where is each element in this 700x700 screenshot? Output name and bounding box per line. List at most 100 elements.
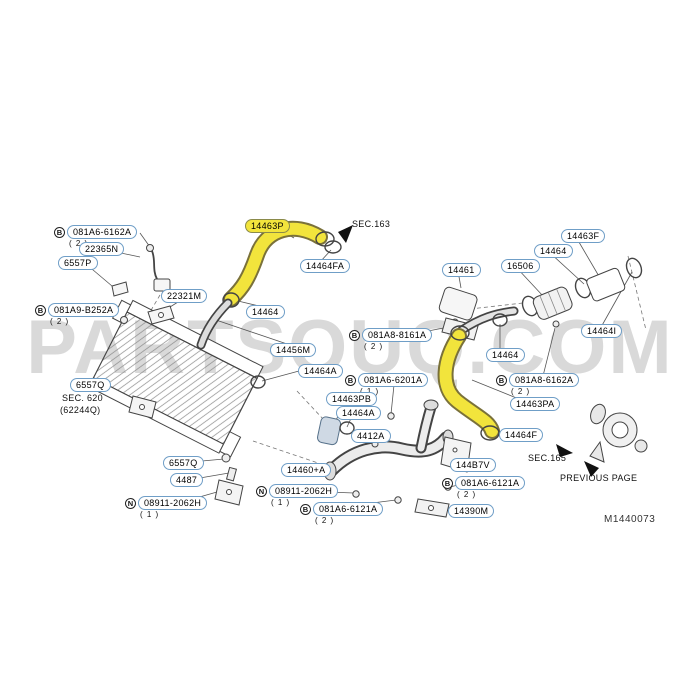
part-label-row: 14464A xyxy=(298,364,343,378)
part-number: 14464 xyxy=(534,244,573,258)
part-number: 14463P xyxy=(245,219,290,233)
quantity: ( 2 ) xyxy=(50,317,70,326)
part-number: 4412A xyxy=(351,429,391,443)
part-number: 08911-2062H xyxy=(138,496,208,510)
part-label-row: 14456M xyxy=(270,343,317,357)
prefix-n-icon: N xyxy=(125,497,136,509)
section-note[interactable]: (62244Q) xyxy=(60,405,101,415)
part-label-4412A[interactable]: 4412A xyxy=(351,429,391,443)
quantity: ( 2 ) xyxy=(457,490,477,499)
quantity: ( 1 ) xyxy=(360,387,380,396)
part-label-14464[interactable]: 14464 xyxy=(534,244,573,258)
part-label-14464A[interactable]: 14464A xyxy=(298,364,343,378)
part-label-14464F[interactable]: 14464F xyxy=(499,428,544,442)
part-label-144B7V[interactable]: 144B7V xyxy=(450,458,496,472)
bracket-parts-top-left xyxy=(111,244,175,325)
part-label-14463F[interactable]: 14463F xyxy=(561,229,606,243)
part-number: 14464A xyxy=(336,406,381,420)
part-label-row: 6557P xyxy=(58,256,98,270)
part-label-row: 14463P xyxy=(245,219,290,233)
section-note[interactable]: PREVIOUS PAGE xyxy=(560,473,638,483)
part-number: 4487 xyxy=(170,473,204,487)
quantity: ( 2 ) xyxy=(315,516,335,525)
turbo-outlet-hose xyxy=(437,306,573,457)
part-label-14456M[interactable]: 14456M xyxy=(270,343,317,357)
part-label-14463P[interactable]: 14463P xyxy=(245,219,290,233)
part-label-row: 14461 xyxy=(442,263,481,277)
part-label-14464FA[interactable]: 14464FA xyxy=(300,259,351,273)
air-duct-chain xyxy=(521,257,643,328)
mount-brackets-left xyxy=(128,395,244,506)
part-number: 6557Q xyxy=(163,456,204,470)
prefix-b-icon: B xyxy=(345,374,356,386)
quantity: ( 1 ) xyxy=(271,498,291,507)
part-number: 14464A xyxy=(298,364,343,378)
part-number: 081A8-6162A xyxy=(509,373,580,387)
part-label-14464[interactable]: 14464 xyxy=(246,305,285,319)
part-number: 14456M xyxy=(270,343,317,357)
part-number: 144B7V xyxy=(450,458,496,472)
part-number: 14464F xyxy=(499,428,544,442)
part-label-6557P[interactable]: 6557P xyxy=(58,256,98,270)
part-label-16506[interactable]: 16506 xyxy=(501,259,540,273)
part-label-row: 22365N xyxy=(79,242,125,256)
part-label-row: 14464 xyxy=(246,305,285,319)
part-label-14463PB[interactable]: 14463PB xyxy=(326,392,378,406)
prefix-n-icon: N xyxy=(256,485,267,497)
part-label-6557Q[interactable]: 6557Q xyxy=(70,378,111,392)
part-label-14464I[interactable]: 14464I xyxy=(581,324,623,338)
part-label-row: 14464 xyxy=(486,348,525,362)
dashed-leader-lines xyxy=(149,255,647,467)
part-label-14463PA[interactable]: 14463PA xyxy=(510,397,561,411)
prefix-b-icon: B xyxy=(496,374,507,386)
prefix-b-icon: B xyxy=(54,226,65,238)
part-label-22365N[interactable]: 22365N xyxy=(79,242,125,256)
section-note[interactable]: SEC. 620 xyxy=(62,393,103,403)
part-label-row: 144B7V xyxy=(450,458,496,472)
part-label-14460+A[interactable]: 14460+A xyxy=(281,463,332,477)
part-number: 22321M xyxy=(161,289,208,303)
part-number: 14464 xyxy=(246,305,285,319)
part-label-14464A[interactable]: 14464A xyxy=(336,406,381,420)
part-label-6557Q[interactable]: 6557Q xyxy=(163,456,204,470)
part-label-row: 14463F xyxy=(561,229,606,243)
section-note[interactable]: SEC.163 xyxy=(352,219,391,229)
part-label-14390M[interactable]: 14390M xyxy=(448,504,495,518)
section-note[interactable]: SEC.165 xyxy=(528,453,567,463)
part-label-row: 4412A xyxy=(351,429,391,443)
part-number: 081A6-6201A xyxy=(358,373,429,387)
part-number: 6557P xyxy=(58,256,98,270)
part-label-14461[interactable]: 14461 xyxy=(442,263,481,277)
part-label-22321M[interactable]: 22321M xyxy=(161,289,208,303)
part-label-row: 14464I xyxy=(581,324,623,338)
part-label-row: 14390M xyxy=(448,504,495,518)
sec163-arrow-icon xyxy=(338,225,353,243)
part-label-4487[interactable]: 4487 xyxy=(170,473,204,487)
part-label-row: 16506 xyxy=(501,259,540,273)
part-label-row: 6557Q xyxy=(70,378,111,392)
part-number: 14463PB xyxy=(326,392,378,406)
diagram-code: M1440073 xyxy=(604,514,656,525)
sec165-arrow-icon xyxy=(556,444,573,457)
part-number: 14464FA xyxy=(300,259,351,273)
part-number: 14464I xyxy=(581,324,623,338)
quantity: ( 2 ) xyxy=(364,342,384,351)
part-label-14464[interactable]: 14464 xyxy=(486,348,525,362)
part-label-row: 4487 xyxy=(170,473,204,487)
part-number: 08911-2062H xyxy=(269,484,339,498)
